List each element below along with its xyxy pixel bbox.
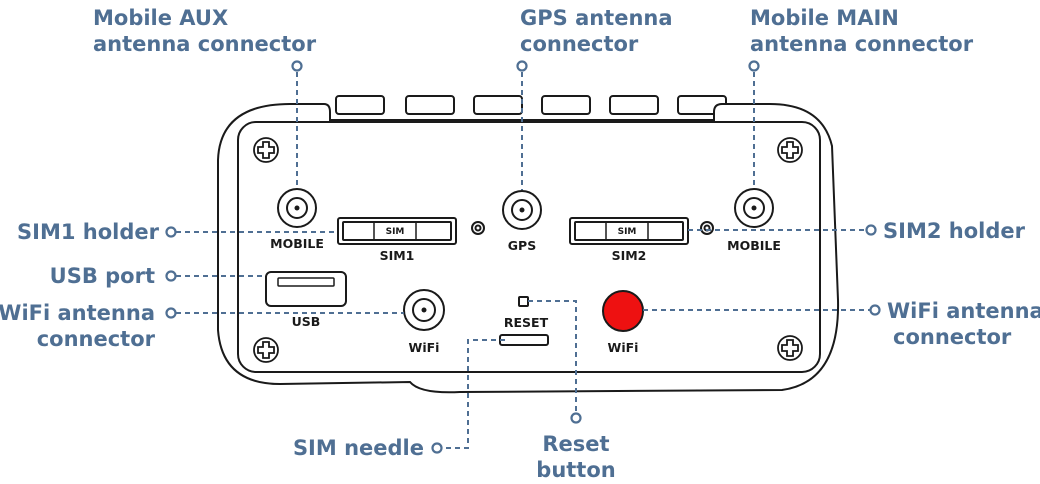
callout-gps-line1: GPS antenna: [520, 6, 673, 30]
callout-reset-line2: button: [536, 458, 615, 482]
callout-mobile-main-line2: antenna connector: [750, 32, 974, 56]
usb-port-label: USB: [292, 314, 321, 329]
reset-hole-icon: [518, 296, 529, 307]
usb-port: USB: [265, 271, 347, 329]
callout-mobile-main-line1: Mobile MAIN: [750, 6, 899, 30]
callout-mobile-aux-line2: antenna connector: [93, 32, 317, 56]
wifi-left-connector: WiFi: [403, 289, 445, 355]
callout-sim-needle: SIM needle: [293, 436, 424, 460]
antenna-connector-icon: [502, 190, 542, 230]
led-icon: [471, 221, 485, 235]
sim2-slot: SIM SIM2: [569, 217, 689, 263]
callout-sim1-holder: SIM1 holder: [17, 220, 160, 244]
leader-dots: [165, 60, 881, 454]
callout-reset-button: Reset button: [536, 432, 615, 482]
mobile-main-port-label: MOBILE: [727, 238, 781, 253]
callout-wifi-left: WiFi antenna connector: [0, 301, 156, 351]
wifi-right-port-label: WiFi: [608, 340, 639, 355]
sim1-slot: SIM SIM1: [337, 217, 457, 263]
callout-wifi-right: WiFi antenna connector: [887, 299, 1040, 349]
callout-wifi-right-line1: WiFi antenna: [887, 299, 1040, 323]
gps-port-label: GPS: [508, 238, 536, 253]
usb-port-icon: [265, 271, 347, 307]
wifi-right-connector: WiFi: [602, 290, 644, 355]
sim1-port-label: SIM1: [380, 248, 415, 263]
sim-slot-icon: [569, 217, 689, 245]
screw-icon: [253, 137, 279, 163]
sim-needle-slot: [499, 334, 549, 346]
sim-slot-icon: [337, 217, 457, 245]
sim2-port-label: SIM2: [612, 248, 647, 263]
gps-connector: GPS: [502, 190, 542, 253]
wifi-right-highlight-marker: [602, 290, 644, 332]
led-icon: [700, 221, 714, 235]
sim1-slot-tag: SIM: [386, 227, 405, 237]
antenna-connector-icon: [277, 188, 317, 228]
callout-wifi-left-line2: connector: [37, 327, 156, 351]
reset-button: RESET: [499, 296, 549, 346]
callout-gps-line2: connector: [520, 32, 639, 56]
callout-reset-line1: Reset: [542, 432, 609, 456]
callout-gps: GPS antenna connector: [520, 6, 673, 56]
mobile-main-connector: MOBILE: [727, 188, 781, 253]
wifi-left-port-label: WiFi: [409, 340, 440, 355]
callout-sim2-holder: SIM2 holder: [883, 219, 1026, 243]
callout-wifi-right-line2: connector: [893, 325, 1012, 349]
callout-mobile-aux-line1: Mobile AUX: [93, 6, 228, 30]
callout-wifi-left-line1: WiFi antenna: [0, 301, 155, 325]
mobile-aux-port-label: MOBILE: [270, 236, 324, 251]
callout-usb-port: USB port: [50, 264, 155, 288]
top-vents: [335, 95, 727, 115]
screw-icon: [777, 335, 803, 361]
callout-mobile-aux: Mobile AUX antenna connector: [93, 6, 317, 56]
mobile-aux-connector: MOBILE: [270, 188, 324, 251]
callout-mobile-main: Mobile MAIN antenna connector: [750, 6, 974, 56]
reset-port-label: RESET: [504, 315, 549, 330]
antenna-connector-icon: [734, 188, 774, 228]
sim2-slot-tag: SIM: [618, 227, 637, 237]
antenna-connector-icon: [403, 289, 445, 331]
screw-icon: [253, 337, 279, 363]
leader-lines: [176, 72, 870, 449]
screw-icon: [777, 137, 803, 163]
